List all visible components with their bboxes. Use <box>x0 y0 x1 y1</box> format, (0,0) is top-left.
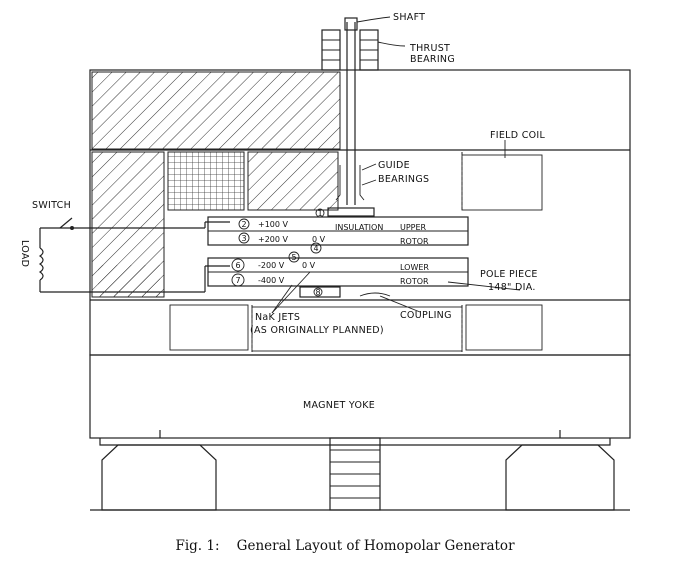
support-feet <box>90 444 630 511</box>
label-minus200: -200 V <box>258 261 285 270</box>
lower-bearing-stack <box>329 437 381 511</box>
label-lower-rotor: ROTOR <box>400 277 429 286</box>
label-plus200: +200 V <box>258 235 289 244</box>
rotors <box>207 207 469 298</box>
label-pole-dia: 148" DIA. <box>488 282 536 293</box>
label-upper-rotor: ROTOR <box>400 237 429 246</box>
marker-1: 1 <box>317 209 322 218</box>
marker-4: 4 <box>313 244 318 253</box>
marker-7: 7 <box>235 276 240 285</box>
label-magnet-yoke: MAGNET YOKE <box>303 400 375 411</box>
numbered-markers: 1 2 3 4 5 6 7 8 <box>231 208 325 297</box>
label-pole-piece: POLE PIECE <box>480 269 538 280</box>
label-field-coil: FIELD COIL <box>490 130 546 141</box>
field-coil-right <box>169 152 543 352</box>
label-zero-a: 0 V <box>312 235 326 244</box>
label-zero-b: 0 V <box>302 261 316 270</box>
labels: SHAFT THRUST BEARING FIELD COIL GUIDE BE… <box>19 12 546 411</box>
label-as-planned: (AS ORIGINALLY PLANNED) <box>250 325 384 336</box>
thrust-bearing <box>321 17 379 71</box>
label-bearings: BEARINGS <box>378 174 429 185</box>
field-coil-cross-section <box>167 151 245 211</box>
label-plus100: +100 V <box>258 220 289 229</box>
leader-lines <box>271 16 521 314</box>
label-lower: LOWER <box>400 263 429 272</box>
figure-caption: Fig. 1: General Layout of Homopolar Gene… <box>175 538 515 554</box>
label-coupling: COUPLING <box>400 310 452 321</box>
marker-8: 8 <box>315 288 320 297</box>
label-shaft: SHAFT <box>393 12 425 23</box>
marker-6: 6 <box>235 261 240 270</box>
marker-3: 3 <box>241 234 246 243</box>
hatched-iron-regions <box>91 71 341 298</box>
label-thrust: THRUST <box>409 43 450 54</box>
label-nak-jets: NaK JETS <box>255 312 300 323</box>
label-upper: UPPER <box>400 223 427 232</box>
label-switch: SWITCH <box>32 200 71 211</box>
label-guide: GUIDE <box>378 160 410 171</box>
label-insulation: INSULATION <box>335 223 383 232</box>
guide-bearings <box>335 165 365 201</box>
marker-2: 2 <box>241 220 246 229</box>
label-bearing: BEARING <box>410 54 455 65</box>
label-minus400: -400 V <box>258 276 285 285</box>
shaft <box>346 22 356 205</box>
external-circuit <box>38 217 230 293</box>
marker-5: 5 <box>291 253 296 262</box>
label-load: LOAD <box>19 240 30 267</box>
